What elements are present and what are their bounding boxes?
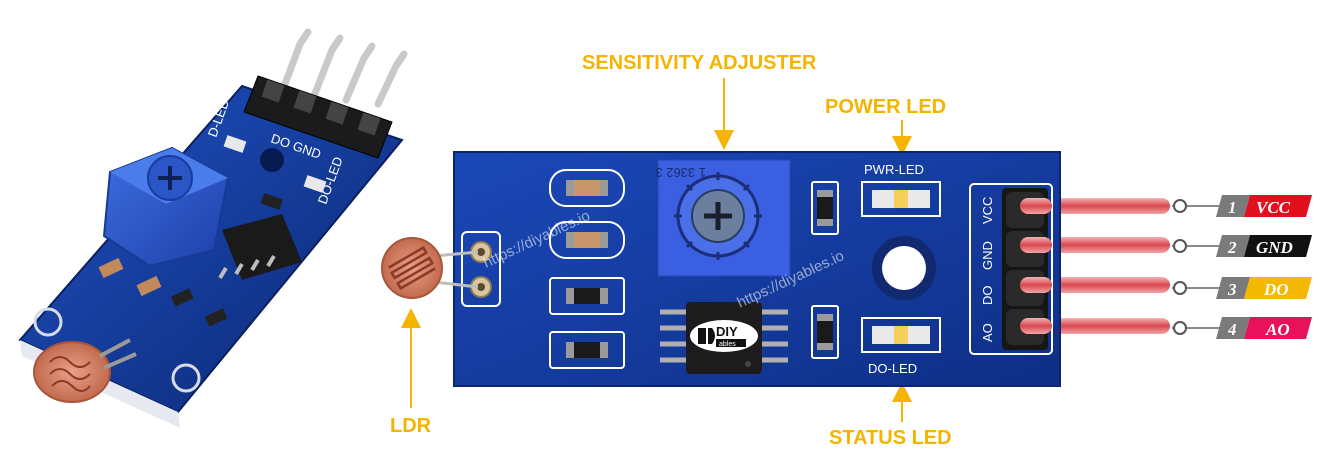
- callout-power-led: POWER LED: [825, 96, 946, 118]
- ldr-pads: [461, 231, 501, 307]
- pin-name-gnd: GND: [1256, 238, 1293, 257]
- pin-name-bg-ao: [1244, 317, 1312, 339]
- photo-header-block: [243, 75, 393, 159]
- silk-do: DO: [980, 286, 995, 306]
- pin-name-bg-vcc: [1244, 195, 1312, 217]
- power-led: PWR-LED: [861, 162, 941, 217]
- callout-ldr: LDR: [390, 415, 432, 437]
- smd-resistor-status-led: [811, 305, 839, 359]
- pin-label-do: 3 DO: [1172, 277, 1312, 299]
- smd-capacitor-1: [549, 169, 625, 207]
- photo-header-pins: [278, 28, 408, 108]
- pin-number-3: 3: [1227, 280, 1237, 299]
- ldr-sensor: [381, 237, 479, 299]
- pot-marking: 1 3362 3: [655, 165, 706, 180]
- pwr-led-label: PWR-LED: [864, 162, 924, 177]
- silk-vcc: VCC: [980, 197, 995, 224]
- chip-logo-sub: ables: [719, 341, 736, 348]
- photo-led-status: [303, 175, 327, 193]
- callout-status-led: STATUS LED: [829, 427, 952, 449]
- pin-name-vcc: VCC: [1256, 198, 1291, 217]
- pin-label-vcc: 1 VCC: [1172, 195, 1312, 217]
- pin-name-do: DO: [1263, 280, 1289, 299]
- pin-name-bg-gnd: [1244, 235, 1312, 257]
- photo-mounting-hole: [260, 148, 284, 172]
- pin-name-bg-do: [1244, 277, 1312, 299]
- silk-ao: AO: [980, 323, 995, 342]
- photo-ic-chip: [218, 214, 302, 280]
- silk-gnd: GND: [980, 241, 995, 270]
- photo-ldr: [33, 338, 137, 403]
- pin-number-4: 4: [1227, 320, 1237, 339]
- pin-number-2: 2: [1227, 238, 1237, 257]
- status-led: DO-LED: [861, 317, 941, 376]
- smd-capacitor-2: [549, 221, 625, 259]
- smd-resistor-power-led: [811, 181, 839, 235]
- callout-sensitivity-adjuster: SENSITIVITY ADJUSTER: [582, 52, 817, 74]
- smd-resistor-1: [549, 277, 625, 315]
- pin-label-ao: 4 AO: [1172, 317, 1312, 339]
- potentiometer[interactable]: 1 3362 3: [655, 159, 791, 277]
- photo-potentiometer: [102, 146, 230, 268]
- chip-logo-text: DIY: [716, 324, 738, 339]
- pin-label-gnd: 2 GND: [1172, 235, 1312, 257]
- do-led-label: DO-LED: [868, 361, 917, 376]
- ic-chip: DIY ables: [660, 302, 788, 374]
- smd-resistor-2: [549, 331, 625, 369]
- photo-smd-components: [98, 193, 284, 327]
- pin-header: [969, 183, 1053, 355]
- pin-number-1: 1: [1228, 198, 1237, 217]
- pin-name-ao: AO: [1265, 320, 1290, 339]
- module-photo: DO GND DO-LED D-LED: [18, 28, 408, 428]
- photo-led-power: [223, 135, 247, 153]
